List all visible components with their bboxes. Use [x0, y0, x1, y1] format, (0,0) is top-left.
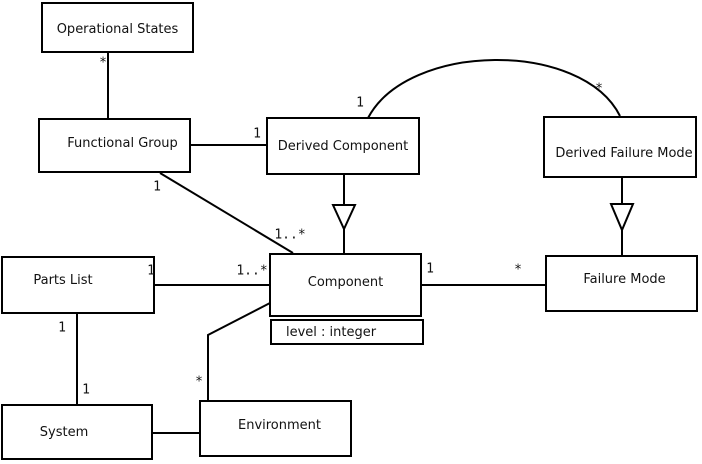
- multiplicity-label: 1: [153, 179, 161, 195]
- multiplicity-label: *: [99, 55, 107, 71]
- multiplicity-label: 1: [82, 382, 90, 398]
- class-name: Functional Group: [67, 136, 178, 151]
- association-functional-group-component: [159, 172, 294, 254]
- class-name: Derived Component: [277, 138, 409, 154]
- multiplicity-label: *: [195, 374, 203, 390]
- generalization-triangle-icon: [331, 204, 357, 232]
- class-name: Environment: [237, 418, 321, 433]
- class-name: System: [39, 424, 89, 440]
- generalization-triangle-icon: [609, 203, 635, 233]
- multiplicity-label: 1: [253, 126, 261, 142]
- multiplicity-label: 1: [58, 320, 66, 336]
- association-derived-component-derived-failure-mode: [367, 59, 621, 119]
- class-box-parts-list: Parts List: [1, 256, 155, 314]
- class-box-system: System: [1, 404, 153, 460]
- class-box-environment: Environment: [199, 400, 352, 457]
- class-box-derived-component: Derived Component: [266, 117, 420, 175]
- multiplicity-label: 1: [147, 263, 155, 279]
- class-name: Operational States: [56, 22, 179, 37]
- class-box-component: Component: [269, 253, 422, 317]
- attribute-text: level : integer: [286, 324, 377, 340]
- multiplicity-label: *: [595, 81, 603, 97]
- class-name: Component: [307, 274, 384, 290]
- class-box-failure-mode: Failure Mode: [545, 255, 698, 312]
- multiplicity-label: 1..*: [236, 263, 268, 279]
- class-box-derived-failure-mode: Derived Failure Mode: [543, 116, 697, 178]
- class-name: Derived Failure Mode: [555, 145, 693, 161]
- multiplicity-label: 1..*: [274, 227, 306, 243]
- multiplicity-label: 1: [356, 95, 364, 111]
- class-name: Failure Mode: [583, 272, 666, 287]
- class-name: Parts List: [33, 272, 93, 288]
- class-attribute-compartment-component: level : integer: [270, 319, 424, 345]
- multiplicity-label: 1: [426, 261, 434, 277]
- association-component-environment: [207, 302, 271, 400]
- multiplicity-label: *: [514, 262, 522, 278]
- class-box-functional-group: Functional Group: [38, 118, 191, 173]
- class-box-operational-states: Operational States: [41, 2, 194, 53]
